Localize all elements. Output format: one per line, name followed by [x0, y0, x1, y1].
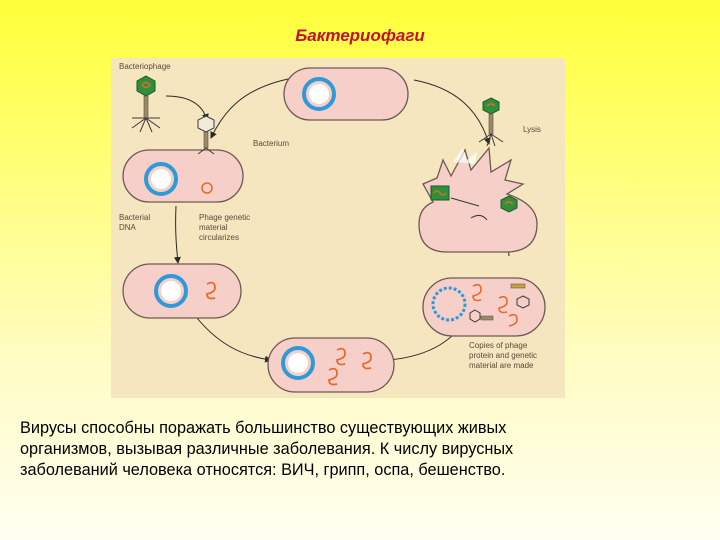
body-line-1: Вирусы способны поражать большинство сущ… [20, 419, 507, 437]
body-line-2: организмов, вызывая различные заболевани… [20, 440, 514, 458]
bacterium-lysis [418, 97, 538, 253]
label-bacterium: Bacterium [253, 139, 289, 148]
label-lysis: Lysis [523, 125, 541, 134]
label-copies-1: Copies of phage [469, 341, 528, 350]
page-title: Бактериофаги [295, 26, 425, 45]
label-phage-material-1: Phage genetic [199, 213, 250, 222]
bacterium-phage-dna [122, 263, 242, 319]
bacterium-infected [122, 115, 244, 203]
bacterium-replicating [267, 337, 395, 393]
label-phage-material-3: circularizes [199, 233, 239, 242]
bacterium-assembly [422, 277, 546, 337]
label-copies-2: protein and genetic [469, 351, 537, 360]
body-text: Вирусы способны поражать большинство сущ… [20, 418, 660, 481]
body-line-3: заболеваний человека относятся: ВИЧ, гри… [20, 461, 506, 479]
label-bacterial-dna-2: DNA [119, 223, 137, 232]
bacterium-top [283, 67, 409, 121]
label-bacterial-dna-1: Bacterial [119, 213, 150, 222]
label-copies-3: material are made [469, 361, 534, 370]
bacteriophage-icon [131, 75, 161, 133]
label-bacteriophage: Bacteriophage [119, 62, 171, 71]
phage-lifecycle-diagram: Bacteriophage Bacterium Lysis Bacterial … [111, 58, 565, 398]
label-phage-material-2: material [199, 223, 228, 232]
